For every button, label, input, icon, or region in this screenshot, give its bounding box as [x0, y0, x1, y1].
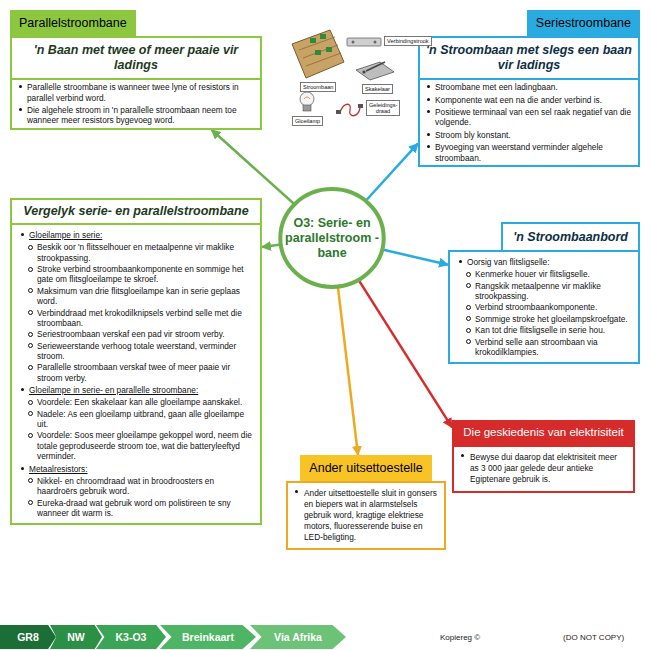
bullet-text: Eureka-draad wat gebruik word om polisti… — [18, 498, 254, 519]
switch — [356, 62, 394, 80]
node-header: Vergelyk serie- en parallelstroombane — [10, 198, 262, 223]
bullet-text: Stroom bly konstant. — [424, 130, 634, 140]
part-label: Skakelaar — [362, 84, 393, 94]
connector-arrow — [384, 250, 449, 265]
connector-arrow — [262, 245, 280, 247]
connector-arrow — [367, 143, 419, 200]
central-topic: O3: Serie- en parallelstroom -bane — [277, 186, 387, 290]
bullet-text: Parallelle stroombaan verskaf twee of me… — [18, 362, 254, 383]
bullet-text: Nikkel- en chroomdraad wat in broodroost… — [18, 476, 254, 497]
footer-text: Via Afrika — [274, 631, 322, 643]
central-title: O3: Serie- en parallelstroom -bane — [282, 216, 382, 261]
topic-box: 'n StroombaanbordOorsig van flitsligsell… — [448, 222, 640, 364]
part-label: Stroombaan — [300, 82, 336, 92]
circle-shape — [280, 189, 383, 287]
node-header: Seriestroombane — [418, 10, 640, 36]
footer-chevron: NW — [50, 625, 102, 649]
part-label: Geleidings- draad — [366, 100, 400, 116]
topic-box: Parallelstroombane'n Baan met twee of me… — [10, 10, 262, 130]
bullet-text: Rangskik metaalpenne vir maklike strookp… — [456, 281, 632, 302]
node-header: 'n Stroombaanbord — [448, 222, 640, 250]
section-heading: Gloeilampe in serie: — [18, 230, 254, 240]
footer-text: K3-O3 — [116, 631, 147, 643]
node-body: 'n Baan met twee of meer paaie vir ladin… — [10, 36, 262, 129]
footer-chevron: Via Afrika — [250, 625, 346, 649]
bullet-text: Maksimum van drie flitsgloeilampe kan in… — [18, 286, 254, 307]
bullet-text: Voordele: Een skakelaar kan alle gloeila… — [18, 397, 254, 407]
node-body: 'n Stroombaan met slegs een baan vir lad… — [418, 36, 640, 167]
bullet-text: Stroombane met een ladingbaan. — [424, 82, 634, 92]
part-label: Verbindingstrook — [384, 36, 432, 46]
bullet-text: Stroke verbind stroombaankomponente en s… — [18, 264, 254, 285]
footer-text: Breinkaart — [182, 631, 234, 643]
chevron-fill — [250, 625, 346, 649]
heading-tab: 'n Stroombaanbord — [501, 222, 640, 250]
subheading: 'n Stroombaan met slegs een baan vir lad… — [420, 38, 638, 80]
bullet-text: Bewyse dui daarop dat elektrisiteit meer… — [456, 450, 631, 486]
subheading: 'n Baan met twee of meer paaie vir ladin… — [12, 38, 260, 80]
bullet-text: Verbinddraad met krokodilknipsels verbin… — [18, 308, 254, 329]
heading-tab: Parallelstroombane — [10, 10, 136, 36]
connector-arrow — [212, 130, 294, 204]
node-header: Parallelstroombane — [10, 10, 262, 36]
bullet-text: Parallelle stroombane is wanneer twee ly… — [16, 82, 256, 103]
heading-tab: Die geskiedenis van elektrisiteit — [452, 420, 635, 445]
node-body: Gloeilampe in serie: Beskik oor 'n flitss… — [10, 223, 262, 525]
connector-arrow — [359, 281, 452, 427]
circuit-board — [292, 30, 344, 78]
bullet-text: Ander uitsettoestelle sluit in gonsers e… — [290, 486, 442, 544]
bullet-text: Beskik oor 'n flitsselhouer en metaalpen… — [18, 242, 254, 263]
connecting-wire — [336, 104, 363, 116]
footer-text: GR8 — [17, 631, 39, 643]
bullet-text: Voordele: Soos meer gloeilampe gekoppel … — [18, 430, 254, 461]
bullet-text: Verbind stroombaankomponente. — [456, 302, 632, 312]
topic-box: Seriestroombane'n Stroombaan met slegs e… — [418, 10, 640, 167]
bullet-text: Die algehele stroom in 'n parallelle str… — [16, 105, 256, 126]
node-body: Bewyse dui daarop dat elektrisiteit meer… — [452, 445, 635, 492]
bullet-text: Oorsig van flitsligselle: — [456, 257, 632, 267]
heading-tab: Seriestroombane — [527, 10, 640, 36]
bullet-text: Komponente wat een na die ander verbind … — [424, 95, 634, 105]
heading-tab: Vergelyk serie- en parallelstroombane — [10, 198, 262, 223]
connecting-strip — [347, 38, 381, 46]
node-header: Ander uitsettoestelle — [286, 455, 446, 481]
bullet-text: Nadele: As een gloeilamp uitbrand, gaan … — [18, 409, 254, 430]
chevron-fill — [96, 625, 166, 649]
topic-box: Vergelyk serie- en parallelstroombaneGlo… — [10, 198, 262, 525]
chevron-fill — [160, 625, 256, 649]
heading-tab: Ander uitsettoestelle — [300, 455, 431, 481]
bullet-text: Serieweerstande verhoog totale weerstand… — [18, 341, 254, 362]
footer-note: Kopiereg © — [440, 633, 480, 642]
bullet-text: Kenmerke houer vir flitsligselle. — [456, 269, 632, 279]
connector-arrow — [338, 288, 358, 455]
chevron-fill — [0, 625, 56, 649]
node-body: Ander uitsettoestelle sluit in gonsers e… — [286, 481, 446, 550]
node-header: Die geskiedenis van elektrisiteit — [452, 420, 635, 445]
section-heading: Metaalresistors: — [18, 464, 254, 474]
bullet-text: Positiewe terminaal van een sel raak neg… — [424, 107, 634, 128]
footer-text: NW — [67, 631, 85, 643]
bullet-text: Byvoeging van weerstand verminder algehe… — [424, 142, 634, 163]
footer-note: (DO NOT COPY) — [563, 633, 624, 642]
topic-box: Ander uitsettoestelleAnder uitsettoestel… — [286, 455, 446, 550]
footer-chevron: K3-O3 — [96, 625, 166, 649]
bullet-text: Kan tot drie flitsligselle in serie hou. — [456, 325, 632, 335]
bullet-text: Seriestroombaan verskaf een pad vir stro… — [18, 329, 254, 339]
bullet-text: Verbind selle aan stroombaan via krokodi… — [456, 337, 632, 358]
chevron-fill — [50, 625, 102, 649]
node-body: Oorsig van flitsligselle: Kenmerke houer … — [448, 250, 640, 364]
topic-box: Die geskiedenis van elektrisiteitBewyse … — [452, 420, 635, 493]
part-label: Gloeilamp — [292, 116, 323, 126]
footer-chevron: Breinkaart — [160, 625, 256, 649]
footer-chevron: GR8 — [0, 625, 56, 649]
bullet-text: Sommige stroke het gloeilampskroefgate. — [456, 314, 632, 324]
section-heading: Gloeilampe in serie- en parallelle stroo… — [18, 385, 254, 395]
light-bulb — [300, 92, 314, 111]
